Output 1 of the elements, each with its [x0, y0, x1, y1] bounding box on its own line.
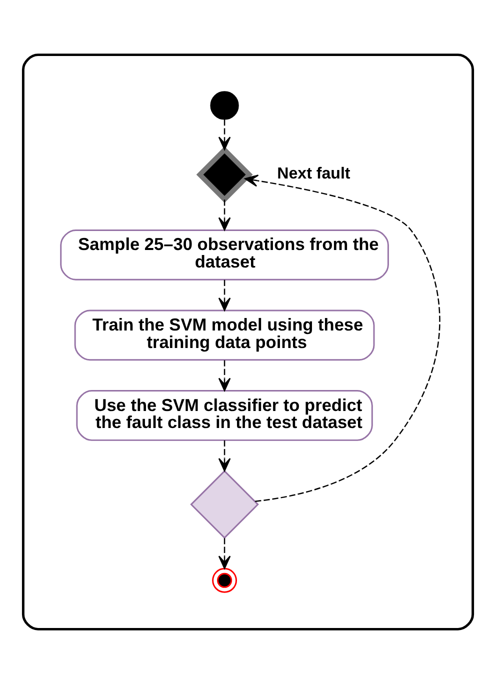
- edge-label: Next fault: [277, 164, 350, 182]
